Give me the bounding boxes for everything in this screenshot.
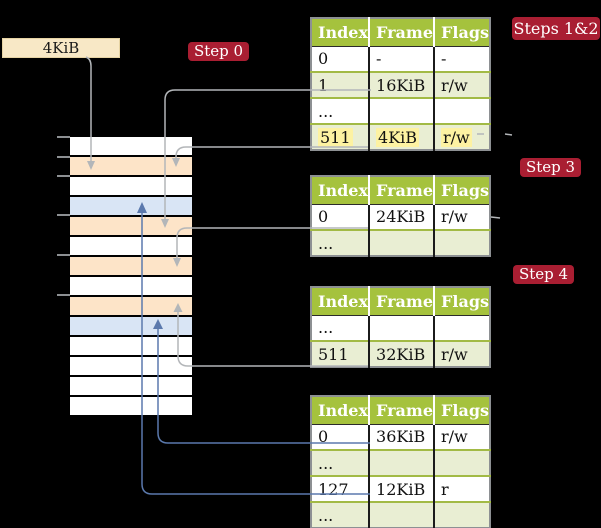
table-cell: 511 bbox=[311, 340, 370, 367]
table-cell: ... bbox=[311, 97, 370, 124]
table-cell bbox=[433, 449, 491, 476]
badge-step-3: Step 3 bbox=[520, 158, 581, 177]
table-cell: r/w bbox=[433, 71, 491, 98]
column-header-index: Index bbox=[311, 18, 370, 46]
column-header-frame: Frame bbox=[368, 287, 435, 315]
table-cell: 16KiB bbox=[368, 71, 435, 98]
memory-frame-row-peach bbox=[70, 157, 192, 177]
column-header-frame: Frame bbox=[368, 396, 435, 424]
table-row: ... bbox=[311, 314, 491, 341]
table-cell: - bbox=[433, 45, 491, 72]
table-row: 511 4KiB r/w bbox=[311, 123, 491, 150]
badge-step-0: Step 0 bbox=[188, 42, 249, 61]
column-header-flags: Flags bbox=[433, 287, 491, 315]
table-cell: 127 bbox=[311, 475, 370, 502]
column-header-index: Index bbox=[311, 287, 370, 315]
table-cell: ... bbox=[311, 229, 370, 256]
badge-step-4: Step 4 bbox=[513, 265, 574, 284]
memory-frame-row-peach bbox=[70, 257, 192, 277]
table-cell: r/w bbox=[433, 340, 491, 367]
memory-frame-row-white bbox=[70, 137, 192, 157]
stub-table1-row511-outer bbox=[504, 133, 513, 136]
table-cell: 511 bbox=[311, 123, 370, 150]
table-cell: r/w bbox=[433, 423, 491, 450]
stub-table2-row0 bbox=[490, 216, 501, 219]
table-cell: r bbox=[433, 475, 491, 502]
table-cell: - bbox=[368, 45, 435, 72]
table-cell bbox=[368, 501, 435, 528]
table-cell bbox=[368, 97, 435, 124]
table-row: 0-- bbox=[311, 45, 491, 72]
table-cell: 12KiB bbox=[368, 475, 435, 502]
column-header-frame: Frame bbox=[368, 18, 435, 46]
table-cell: ... bbox=[311, 449, 370, 476]
table-cell: 1 bbox=[311, 71, 370, 98]
table-cell bbox=[433, 97, 491, 124]
table-cell: ... bbox=[311, 501, 370, 528]
table-cell: 0 bbox=[311, 45, 370, 72]
memory-tick bbox=[57, 294, 70, 296]
column-header-flags: Flags bbox=[433, 176, 491, 204]
memory-tick bbox=[57, 214, 70, 216]
table-cell bbox=[368, 449, 435, 476]
memory-frame-row-white bbox=[70, 357, 192, 377]
memory-tick bbox=[57, 175, 70, 177]
table-cell: r/w bbox=[433, 123, 491, 150]
column-header-index: Index bbox=[311, 176, 370, 204]
highlighted-value: r/w bbox=[441, 127, 472, 147]
table-cell: 32KiB bbox=[368, 340, 435, 367]
table-cell: 0 bbox=[311, 423, 370, 450]
highlighted-value: 4KiB bbox=[376, 127, 420, 147]
memory-frame-row-white bbox=[70, 277, 192, 297]
memory-tick bbox=[57, 254, 70, 256]
table-cell: r/w bbox=[433, 203, 491, 230]
highlighted-value: 511 bbox=[318, 127, 353, 147]
memory-tick bbox=[57, 136, 70, 138]
table-row: ... bbox=[311, 501, 491, 528]
memory-frame-row-peach bbox=[70, 217, 192, 237]
memory-frame-row-white bbox=[70, 237, 192, 257]
table-cell: 36KiB bbox=[368, 423, 435, 450]
table-row: ... bbox=[311, 449, 491, 476]
table-row: ... bbox=[311, 97, 491, 124]
column-header-flags: Flags bbox=[433, 18, 491, 46]
memory-frame-row-white bbox=[70, 377, 192, 397]
table-row: ... bbox=[311, 229, 491, 256]
table-cell: 4KiB bbox=[368, 123, 435, 150]
badge-steps-1-2: Steps 1&2 bbox=[512, 17, 600, 40]
column-header-flags: Flags bbox=[433, 396, 491, 424]
table-cell bbox=[368, 229, 435, 256]
root-frame-box: 4KiB bbox=[2, 38, 120, 58]
table-cell bbox=[368, 314, 435, 341]
table-cell bbox=[433, 314, 491, 341]
memory-frame-row-white bbox=[70, 177, 192, 197]
memory-frame-row-white bbox=[70, 337, 192, 357]
memory-tick bbox=[57, 156, 70, 158]
column-header-index: Index bbox=[311, 396, 370, 424]
table-cell bbox=[433, 501, 491, 528]
table-cell: 24KiB bbox=[368, 203, 435, 230]
memory-frame-row-white bbox=[70, 397, 192, 417]
table-cell: 0 bbox=[311, 203, 370, 230]
table-cell bbox=[433, 229, 491, 256]
memory-frame-row-blue bbox=[70, 197, 192, 217]
memory-frame-row-peach bbox=[70, 297, 192, 317]
memory-frame-row-blue bbox=[70, 317, 192, 337]
table-cell: ... bbox=[311, 314, 370, 341]
column-header-frame: Frame bbox=[368, 176, 435, 204]
physical-memory-column bbox=[70, 137, 192, 417]
